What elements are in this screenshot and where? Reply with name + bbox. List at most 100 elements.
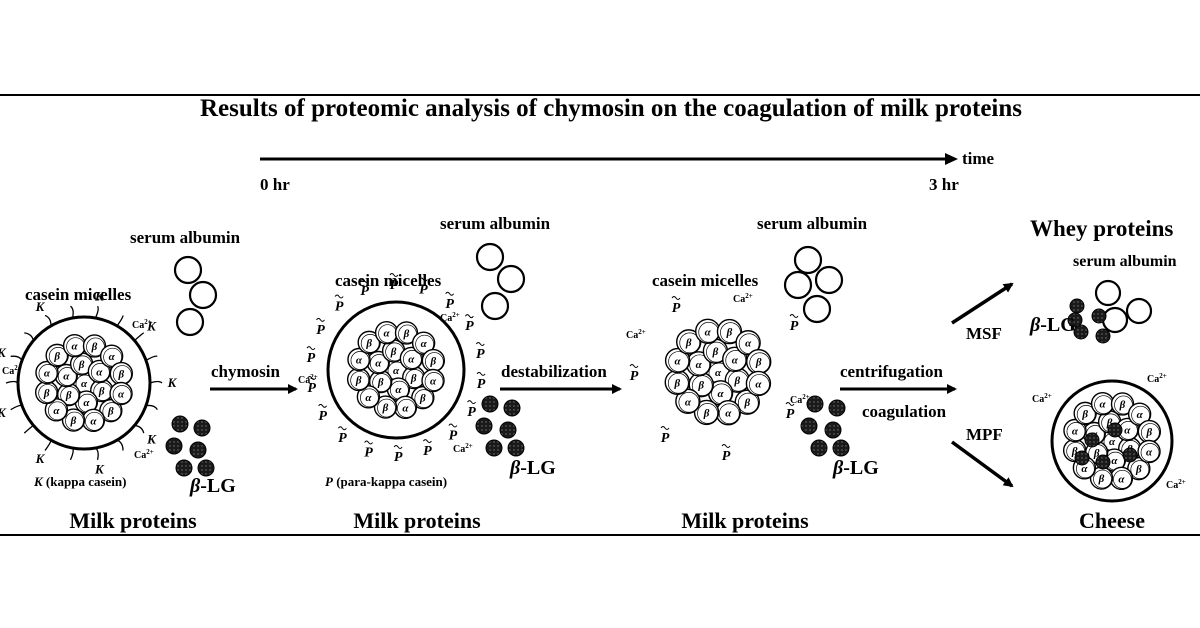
casein-subunit-letter: α: [430, 376, 437, 388]
kappa-label: K: [146, 318, 157, 333]
para-kappa-tail: [364, 440, 373, 445]
casein-subunit-letter: α: [1146, 447, 1153, 459]
casein-subunit-letter: α: [109, 351, 116, 363]
para-kappa-tail: [789, 314, 799, 318]
beta-lg-molecule: [806, 395, 824, 413]
stage-label-2: Milk proteins: [353, 508, 481, 533]
kappa-label: K: [35, 299, 46, 314]
casein-subunit-letter: α: [696, 359, 703, 371]
casein-subunit-letter: β: [43, 387, 50, 399]
para-kappa-label: P: [790, 319, 799, 334]
casein-subunit-letter: β: [390, 346, 397, 358]
whey-proteins-heading: Whey proteins: [1030, 216, 1173, 241]
para-kappa-tail: [337, 426, 347, 431]
para-kappa-label: P: [316, 323, 325, 338]
para-kappa-label: P: [394, 450, 403, 465]
casein-subunit-letter: β: [685, 337, 692, 349]
casein-subunit-inner: [718, 403, 740, 425]
kappa-label: K: [0, 405, 7, 420]
casein-subunit-letter: β: [98, 385, 105, 397]
casein-subunit-letter: α: [718, 388, 725, 400]
casein-subunit-inner: [1093, 469, 1112, 489]
beta-lg-molecule: [824, 421, 842, 439]
kappa-label: K: [167, 375, 178, 390]
casein-subunit-letter: α: [732, 354, 739, 366]
calcium-ions-3: Ca2+ Ca2+ Ca2+: [626, 292, 810, 406]
beta-lg-molecule: [499, 421, 517, 439]
casein-subunit-letter: α: [1081, 463, 1088, 475]
beta-lg-molecule: [1095, 328, 1111, 344]
msf-arrow: [951, 282, 1014, 325]
casein-subunit-inner: [679, 332, 701, 354]
para-kappa-label: P: [307, 381, 316, 396]
stage-label-3: Milk proteins: [681, 508, 809, 533]
casein-subunit-letter: β: [1146, 427, 1153, 439]
casein-subunit-inner: [403, 350, 422, 369]
para-kappa-tail: [306, 346, 316, 351]
casein-subunit-letter: β: [673, 377, 680, 389]
serum-albumin-cluster-2: [475, 242, 526, 321]
casein-subunit-inner: [85, 411, 104, 431]
para-kappa-label: P: [661, 431, 670, 446]
step-coagulation-label: coagulation: [862, 402, 947, 421]
casein-subunit-letter: β: [53, 350, 60, 362]
beta-lg-molecule: [1091, 308, 1107, 324]
timeline-arrowhead: [945, 153, 958, 165]
kappa-legend: K (kappa casein): [33, 474, 126, 489]
kappa-chain: [116, 315, 124, 327]
casein-subunit-letter: α: [384, 328, 391, 340]
beta-lg-molecule: [475, 417, 493, 435]
casein-subunit-letter: β: [118, 369, 125, 381]
serum-albumin-label-2: serum albumin: [440, 214, 551, 233]
para-kappa-label: P: [672, 301, 681, 316]
casein-subunit-inner: [725, 349, 747, 371]
casein-subunit-inner: [414, 389, 434, 408]
kappa-chain: [94, 305, 99, 319]
svg-text:Ca2+: Ca2+: [1166, 478, 1186, 491]
timeline-end-label: 3 hr: [929, 175, 959, 194]
casein-subunit-letter: α: [1109, 436, 1116, 448]
para-kappa-tail: [464, 314, 474, 319]
casein-subunit-letter: α: [402, 402, 409, 414]
casein-subunit-inner: [360, 334, 380, 353]
casein-subunit-letter: α: [408, 353, 415, 365]
svg-text:Ca2+: Ca2+: [453, 442, 473, 455]
casein-micelles-label-3: casein micelles: [652, 271, 759, 290]
casein-subunit-letter: α: [1111, 455, 1118, 467]
beta-lg-molecule: [1069, 298, 1085, 314]
para-kappa-label: P: [445, 297, 454, 312]
casein-subunit-letter: β: [697, 380, 704, 392]
svg-text:Ca2+: Ca2+: [298, 373, 318, 386]
casein-subunit-letter: α: [1072, 425, 1079, 437]
beta-lg-molecule: [481, 395, 499, 413]
para-kappa-tail: [389, 273, 399, 278]
bottom-rule: [0, 534, 1200, 536]
para-kappa-label: P: [419, 282, 428, 297]
casein-subunit-letter: α: [715, 367, 722, 379]
kappa-chain: [44, 314, 52, 326]
para-kappa-label: P: [476, 347, 485, 362]
casein-subunit-letter: α: [1118, 473, 1125, 485]
casein-subunit-inner: [102, 402, 122, 421]
casein-subunit-letter: β: [726, 327, 733, 339]
para-kappa-tail: [671, 296, 681, 300]
trapped-beta-lg: [1084, 432, 1100, 448]
para-kappa-label: P: [722, 449, 731, 464]
kappa-chain: [134, 332, 145, 342]
casein-subunit-letter: α: [675, 356, 682, 368]
casein-subunit-inner: [57, 367, 77, 386]
kappa-chain: [70, 305, 74, 319]
svg-text:Ca2+: Ca2+: [790, 393, 810, 406]
beta-lg-cluster-1: [165, 415, 215, 477]
casein-subunit-inner: [350, 371, 370, 390]
timeline-axis-label: time: [962, 149, 995, 168]
serum-albumin-cluster-1: [173, 255, 218, 337]
para-kappa-tail: [721, 444, 731, 448]
para-kappa-tail: [360, 278, 370, 283]
kappa-chain: [5, 380, 19, 384]
casein-subunit-letter: β: [1135, 464, 1142, 476]
